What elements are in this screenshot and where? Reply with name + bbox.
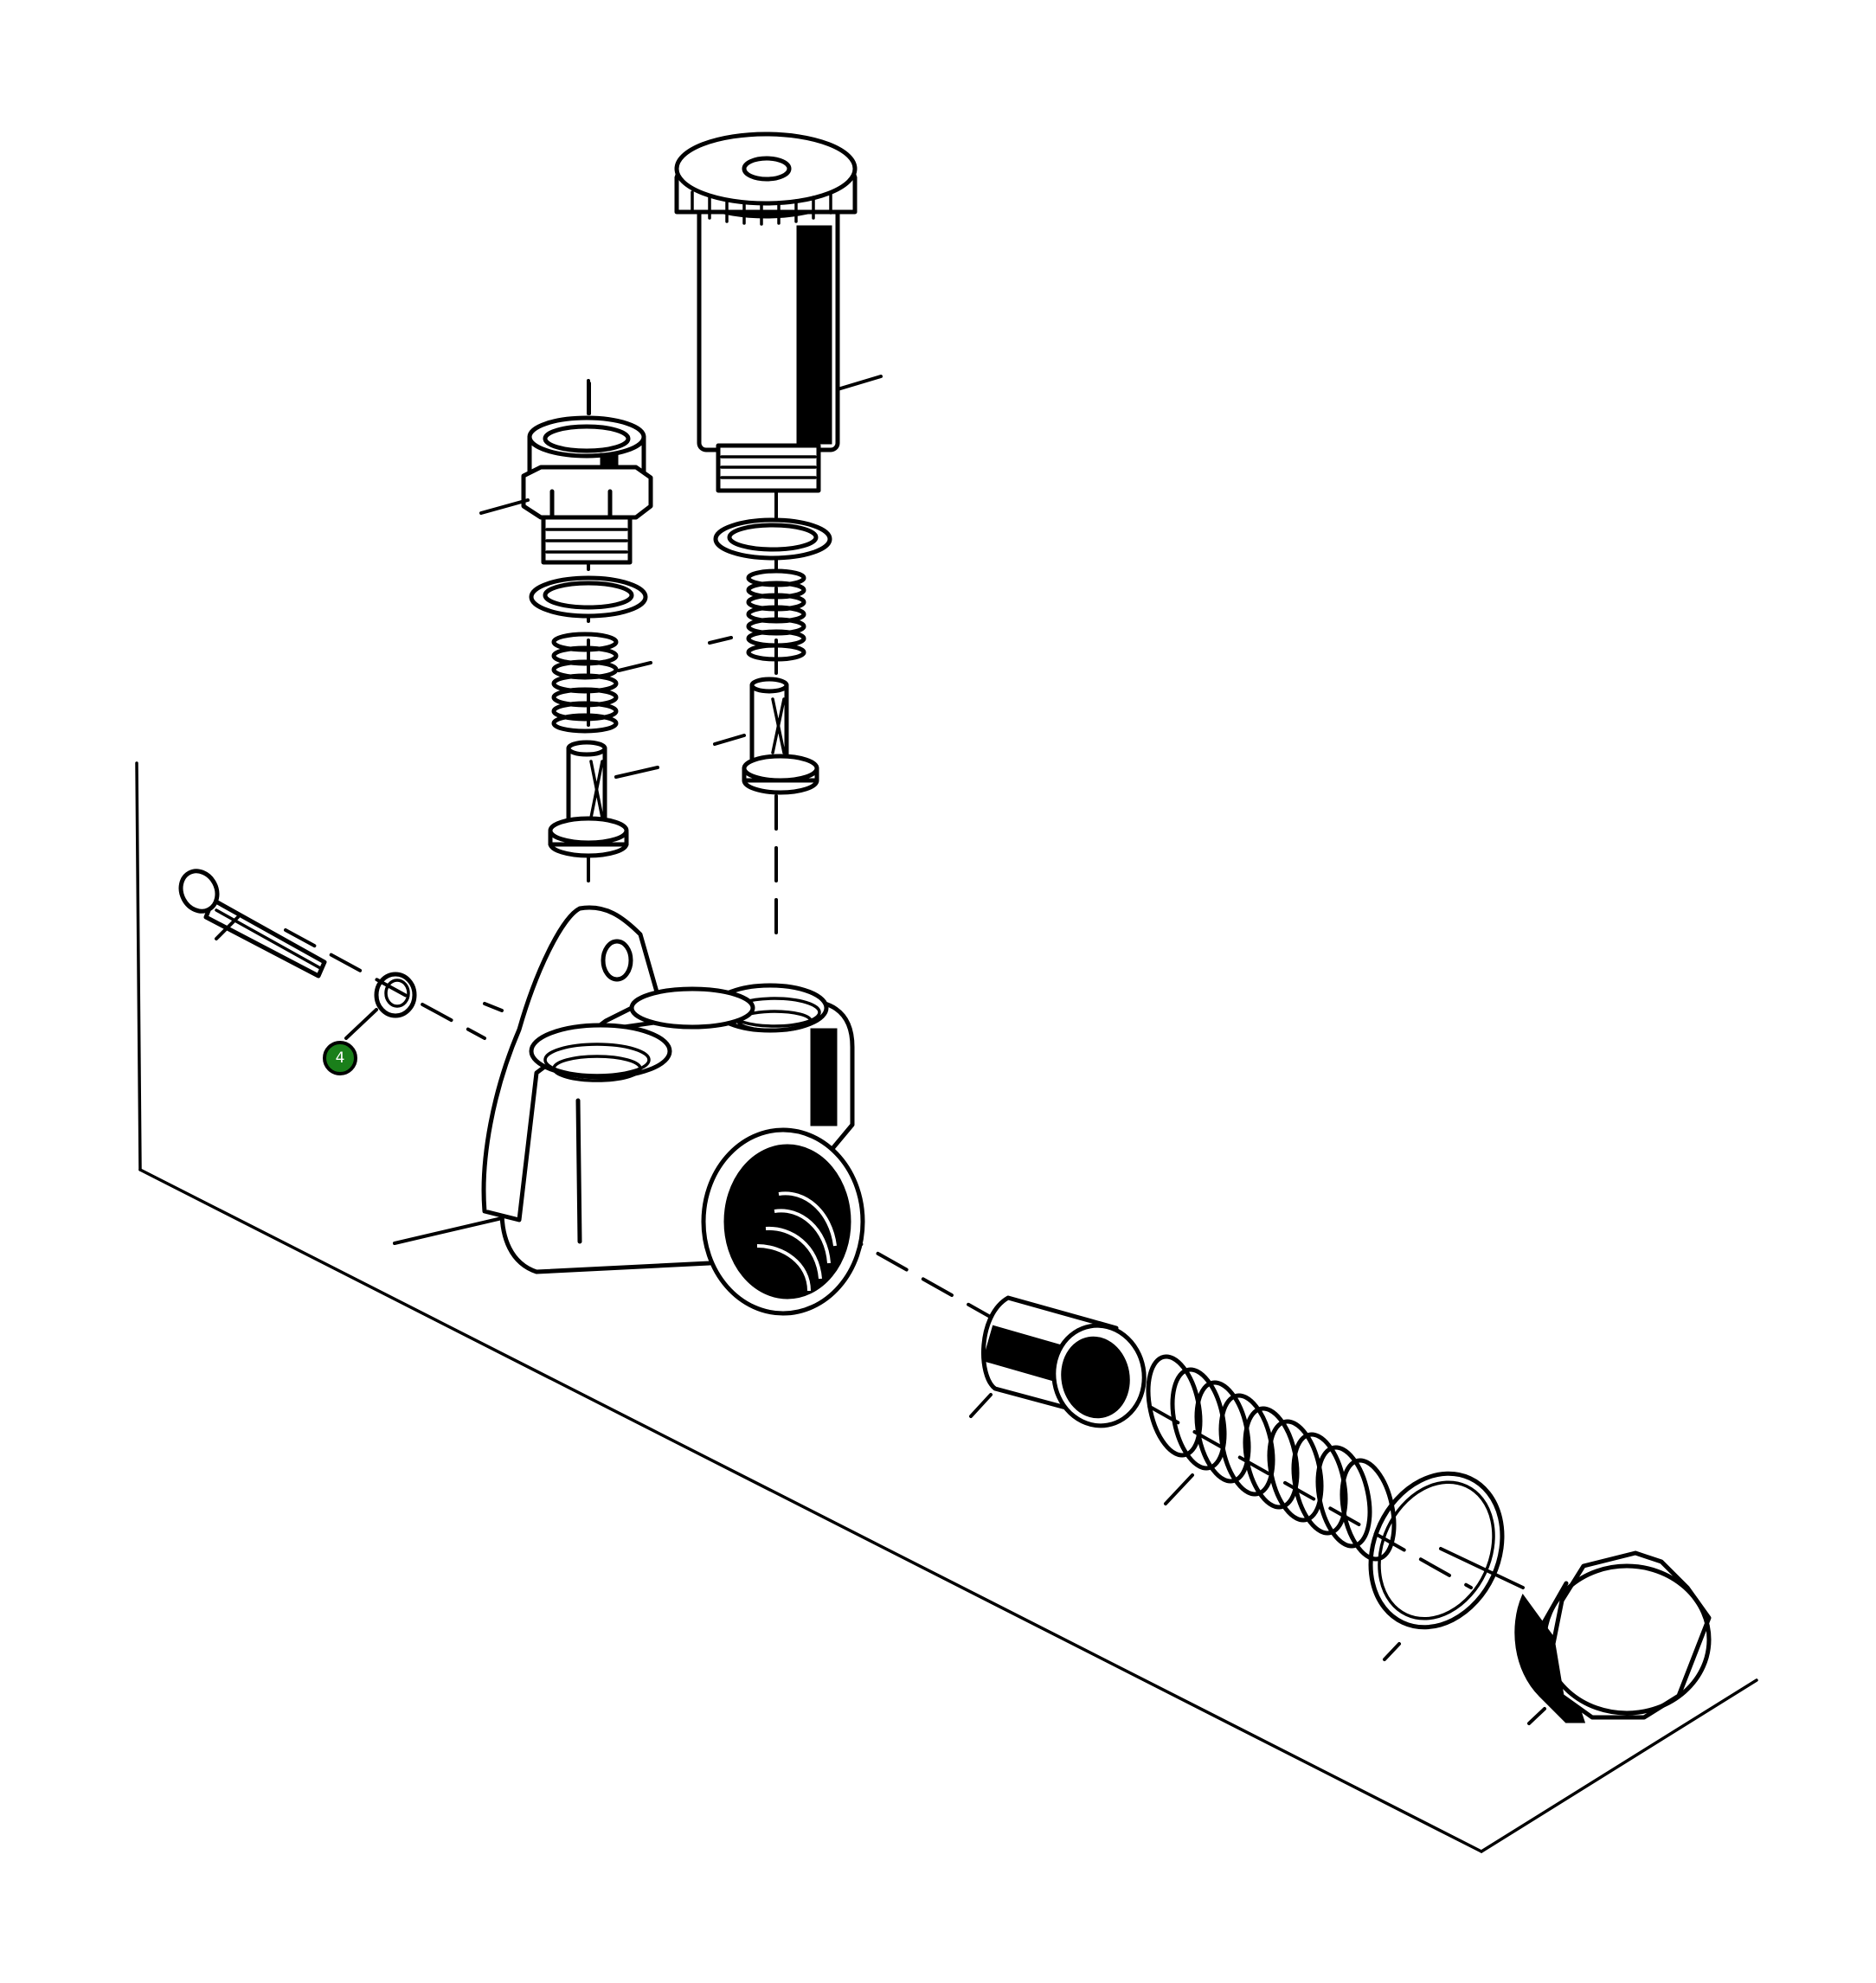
compression-spring [1146,1354,1397,1562]
hex-plug [1439,1547,1712,1725]
valve-spring-left [551,632,652,734]
assembly-axis-lines [284,327,1473,1589]
cap-screw [178,869,327,979]
valve-right [713,677,819,795]
sleeve-bushing [969,1295,1147,1428]
callout-badge-4[interactable]: 4 [323,1041,357,1075]
pump-housing [393,905,865,1316]
base-plane-outline [135,761,1758,1853]
hex-fitting [479,382,653,565]
valve-left [548,740,659,858]
o-ring [1368,1471,1505,1661]
priming-pump-plunger [674,132,883,493]
lock-washer [374,972,417,1018]
sealing-washer-right [713,517,832,561]
callout-4-leader [344,1008,378,1040]
callout-number: 4 [335,1049,345,1067]
valve-spring-right [708,568,806,662]
sealing-washer-left [529,575,648,619]
